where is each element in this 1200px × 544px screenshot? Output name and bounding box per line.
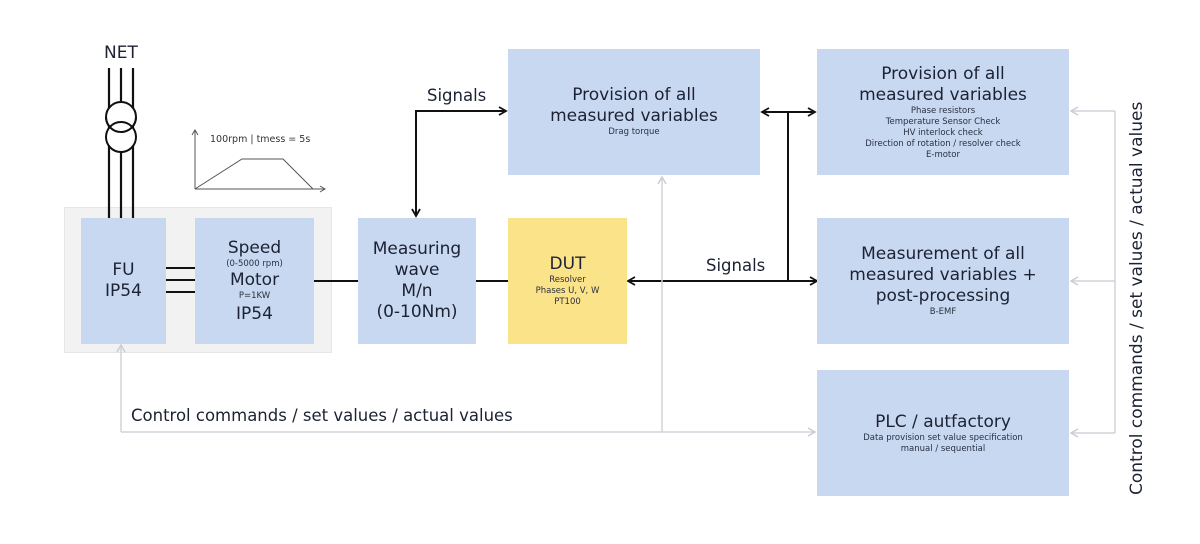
plc-title: PLC / autfactory: [875, 411, 1011, 432]
motor-speed-range: (0-5000 rpm): [226, 258, 283, 269]
control-lines-bottom: [116, 175, 817, 437]
measuring-wave-line-3: M/n: [401, 281, 433, 301]
measurement-detail: B-EMF: [929, 307, 957, 317]
signals-mid-arrows: [626, 107, 819, 286]
fu-block[interactable]: FU IP54: [81, 218, 166, 344]
measuring-wave-line-4: (0-10Nm): [376, 302, 458, 322]
control-right-label: Control commands / set values / actual v…: [1127, 101, 1147, 495]
provision-checks-detail-5: E-motor: [926, 149, 960, 160]
speed-profile-label: 100rpm | tmess = 5s: [210, 134, 311, 145]
motor-name: Motor: [229, 269, 280, 290]
provision-checks-detail-1: Phase resistors: [910, 105, 976, 116]
measurement-title-1: Measurement of all: [861, 244, 1025, 264]
dut-title: DUT: [549, 254, 586, 274]
fu-line-1: FU: [112, 260, 135, 280]
speed-profile-chart: [191, 129, 326, 193]
measuring-wave-block[interactable]: Measuring wave M/n (0-10Nm): [358, 218, 476, 344]
provision-drag-title-1: Provision of all: [572, 85, 696, 105]
measuring-wave-line-1: Measuring: [372, 239, 462, 259]
dut-detail-resolver: Resolver: [549, 275, 586, 285]
provision-checks-title-1: Provision of all: [881, 63, 1005, 84]
provision-checks-detail-4: Direction of rotation / resolver check: [865, 138, 1021, 149]
provision-checks-detail-3: HV interlock check: [903, 127, 983, 138]
control-bottom-label: Control commands / set values / actual v…: [131, 406, 513, 425]
provision-checks-title-2: measured variables: [859, 84, 1027, 105]
dut-detail-phases: Phases U, V, W: [535, 286, 600, 296]
motor-power: P=1KW: [238, 290, 271, 301]
plc-detail-2: manual / sequential: [900, 443, 986, 454]
plc-detail-1: Data provision set value specification: [863, 432, 1023, 443]
signals-mid-label: Signals: [706, 256, 766, 275]
motor-block[interactable]: Speed (0-5000 rpm) Motor P=1KW IP54: [195, 218, 314, 344]
measuring-wave-line-2: wave: [394, 260, 440, 280]
plc-block[interactable]: PLC / autfactory Data provision set valu…: [817, 370, 1069, 496]
signals-top-label: Signals: [427, 86, 487, 105]
measurement-block[interactable]: Measurement of all measured variables + …: [817, 218, 1069, 344]
provision-drag-title-2: measured variables: [550, 106, 718, 126]
control-lines-right: [1069, 106, 1116, 438]
motor-speed-title: Speed: [227, 237, 282, 258]
fu-motor-lines: [165, 267, 195, 293]
provision-drag-torque-block[interactable]: Provision of all measured variables Drag…: [508, 49, 760, 175]
motor-rating: IP54: [236, 303, 273, 324]
net-label: NET: [104, 43, 138, 63]
provision-drag-detail: Drag torque: [608, 127, 660, 137]
transformer-icon: [105, 101, 137, 153]
fu-line-2: IP54: [105, 281, 142, 301]
dut-detail-pt100: PT100: [554, 297, 581, 307]
signals-top-arrow: [411, 106, 508, 218]
provision-checks-block[interactable]: Provision of all measured variables Phas…: [817, 49, 1069, 175]
measurement-title-3: post-processing: [875, 286, 1011, 306]
provision-checks-detail-2: Temperature Sensor Check: [885, 116, 1001, 127]
dut-block[interactable]: DUT Resolver Phases U, V, W PT100: [508, 218, 627, 344]
measurement-title-2: measured variables +: [849, 265, 1037, 285]
